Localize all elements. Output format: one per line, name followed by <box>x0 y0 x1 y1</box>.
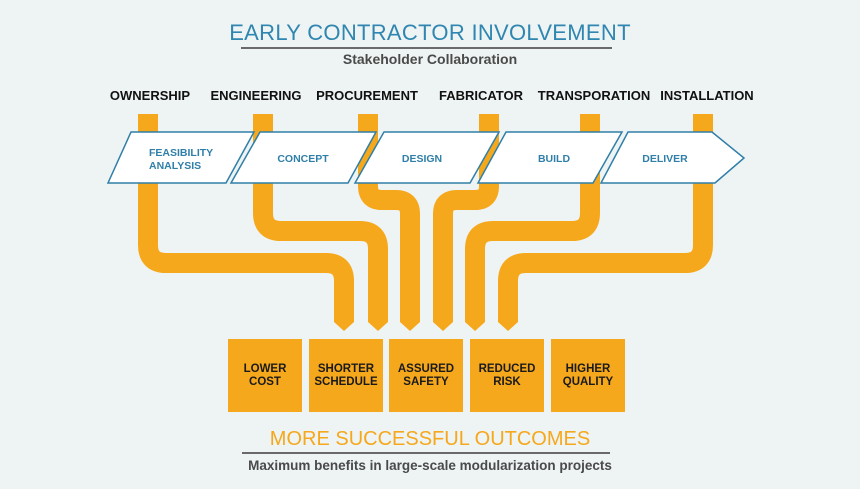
phase-build-shape <box>476 131 624 184</box>
pipe-tip <box>334 320 354 331</box>
pipe-tip <box>400 320 420 331</box>
pipe-procurement <box>358 114 420 321</box>
outcome-label: COST <box>249 375 281 388</box>
pipe-tip <box>368 320 388 331</box>
pipe-installation <box>498 114 713 321</box>
phase-feasibility-shape <box>106 131 256 184</box>
outcome-label: HIGHER <box>565 362 611 375</box>
page-subtitle: Stakeholder Collaboration <box>342 51 518 67</box>
pipe-transportation <box>465 114 600 321</box>
phase-concept-shape <box>229 131 378 184</box>
pipe-tip <box>433 320 453 331</box>
stakeholder-engineering: ENGINEERING <box>210 88 302 103</box>
outcome-label: ASSURED <box>397 362 455 375</box>
pipe-tip <box>498 320 518 331</box>
stakeholder-transportation: TRANSPORATION <box>537 88 651 103</box>
outcome-label: LOWER <box>243 362 287 375</box>
stakeholder-installation: INSTALLATION <box>660 88 754 103</box>
outcome-label: REDUCED <box>478 362 536 375</box>
stakeholder-fabricator: FABRICATOR <box>438 88 524 103</box>
phase-deliver-shape <box>599 131 746 184</box>
outcomes-underline <box>242 452 610 454</box>
outcomes-subtitle: Maximum benefits in large-scale modulari… <box>248 458 612 473</box>
phase-deliver-label: DELIVER <box>642 153 688 165</box>
pipe-ownership <box>138 114 354 321</box>
phase-design-shape <box>353 131 501 184</box>
outcomes-title: MORE SUCCESSFUL OUTCOMES <box>269 428 591 450</box>
outcome-label: QUALITY <box>562 375 614 388</box>
phase-feasibility-label-2: ANALYSIS <box>149 160 201 172</box>
stakeholder-ownership: OWNERSHIP <box>109 88 191 103</box>
title-underline <box>241 47 612 49</box>
phase-concept-label: CONCEPT <box>277 153 329 165</box>
outcome-label: SCHEDULE <box>314 375 378 388</box>
pipe-fabricator <box>433 114 499 321</box>
outcome-label: RISK <box>493 375 521 388</box>
phase-build-label: BUILD <box>538 153 570 165</box>
phase-feasibility-label: FEASIBILITY <box>149 147 213 159</box>
outcome-label: SAFETY <box>403 375 449 388</box>
pipe-tip <box>465 320 485 331</box>
outcome-label: SHORTER <box>317 362 375 375</box>
page-title: EARLY CONTRACTOR INVOLVEMENT <box>229 20 631 45</box>
phase-design-label: DESIGN <box>402 153 442 165</box>
stakeholder-procurement: PROCUREMENT <box>316 88 418 103</box>
pipe-engineering <box>253 114 388 321</box>
